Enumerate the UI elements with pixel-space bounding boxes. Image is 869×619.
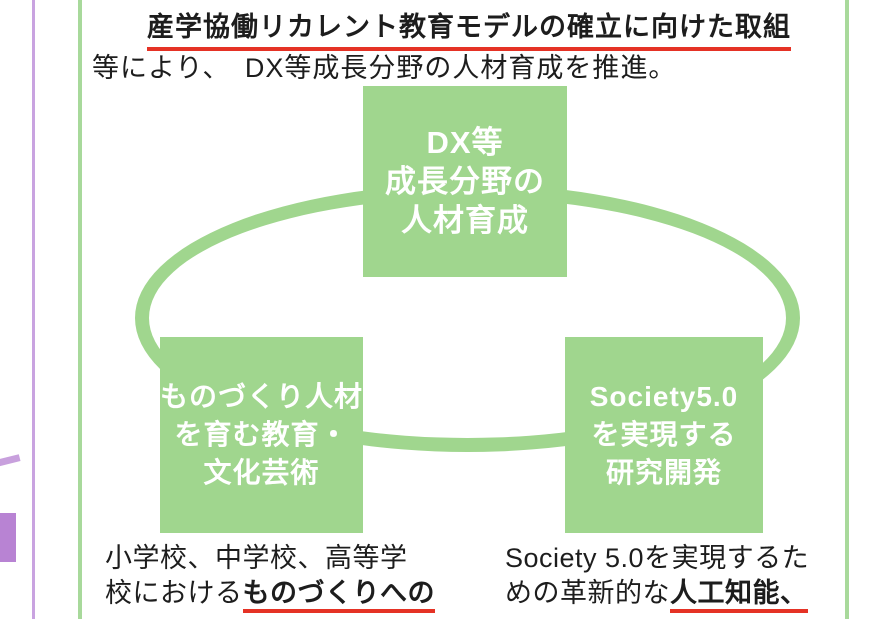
- note-society-line2-emphasis: 人工知能、: [670, 578, 808, 613]
- node-monozukuri: ものづくり人材 を育む教育・ 文化芸術: [160, 337, 363, 533]
- node-society50-line2: を実現する: [591, 419, 737, 450]
- node-monozukuri-line1: ものづくり人材: [160, 381, 364, 412]
- note-society-line2: めの革新的な人工知能、: [505, 576, 809, 613]
- heading-emphasized-line: 産学協働リカレント教育モデルの確立に向けた取組: [147, 10, 791, 51]
- heading-continuation-line: 等により、 DX等成長分野の人材育成を推進。: [92, 53, 677, 83]
- note-schools-line2-emphasis: ものづくりへの: [242, 578, 435, 613]
- note-schools-line1: 小学校、中学校、高等学: [105, 543, 408, 573]
- node-society50-line3: 研究開発: [605, 457, 722, 488]
- left-edge-purple-block: [0, 513, 16, 562]
- note-society-line2-prefix: めの革新的な: [505, 578, 670, 608]
- node-dx-growth: DX等 成長分野の 人材育成: [363, 86, 567, 277]
- note-society-line1: Society 5.0を実現するた: [505, 543, 810, 573]
- left-edge-diagonal-shape: [0, 454, 21, 467]
- node-dx-growth-line3: 人材育成: [401, 203, 529, 238]
- node-dx-growth-line2: 成長分野の: [385, 164, 545, 199]
- node-monozukuri-line2: を育む教育・: [174, 419, 349, 450]
- node-dx-growth-line1: DX等: [426, 125, 504, 160]
- note-society: Society 5.0を実現するた めの革新的な人工知能、: [505, 541, 810, 613]
- note-schools-line2-prefix: 校における: [105, 578, 243, 608]
- left-green-border-line: [78, 0, 82, 619]
- right-green-border-line: [845, 0, 849, 619]
- node-society50: Society5.0 を実現する 研究開発: [565, 337, 763, 533]
- left-purple-border-line: [32, 0, 35, 619]
- node-society50-line1: Society5.0: [589, 381, 739, 412]
- note-schools: 小学校、中学校、高等学 校におけるものづくりへの: [105, 541, 435, 613]
- node-monozukuri-line3: 文化芸術: [203, 457, 320, 488]
- note-schools-line2: 校におけるものづくりへの: [105, 576, 435, 613]
